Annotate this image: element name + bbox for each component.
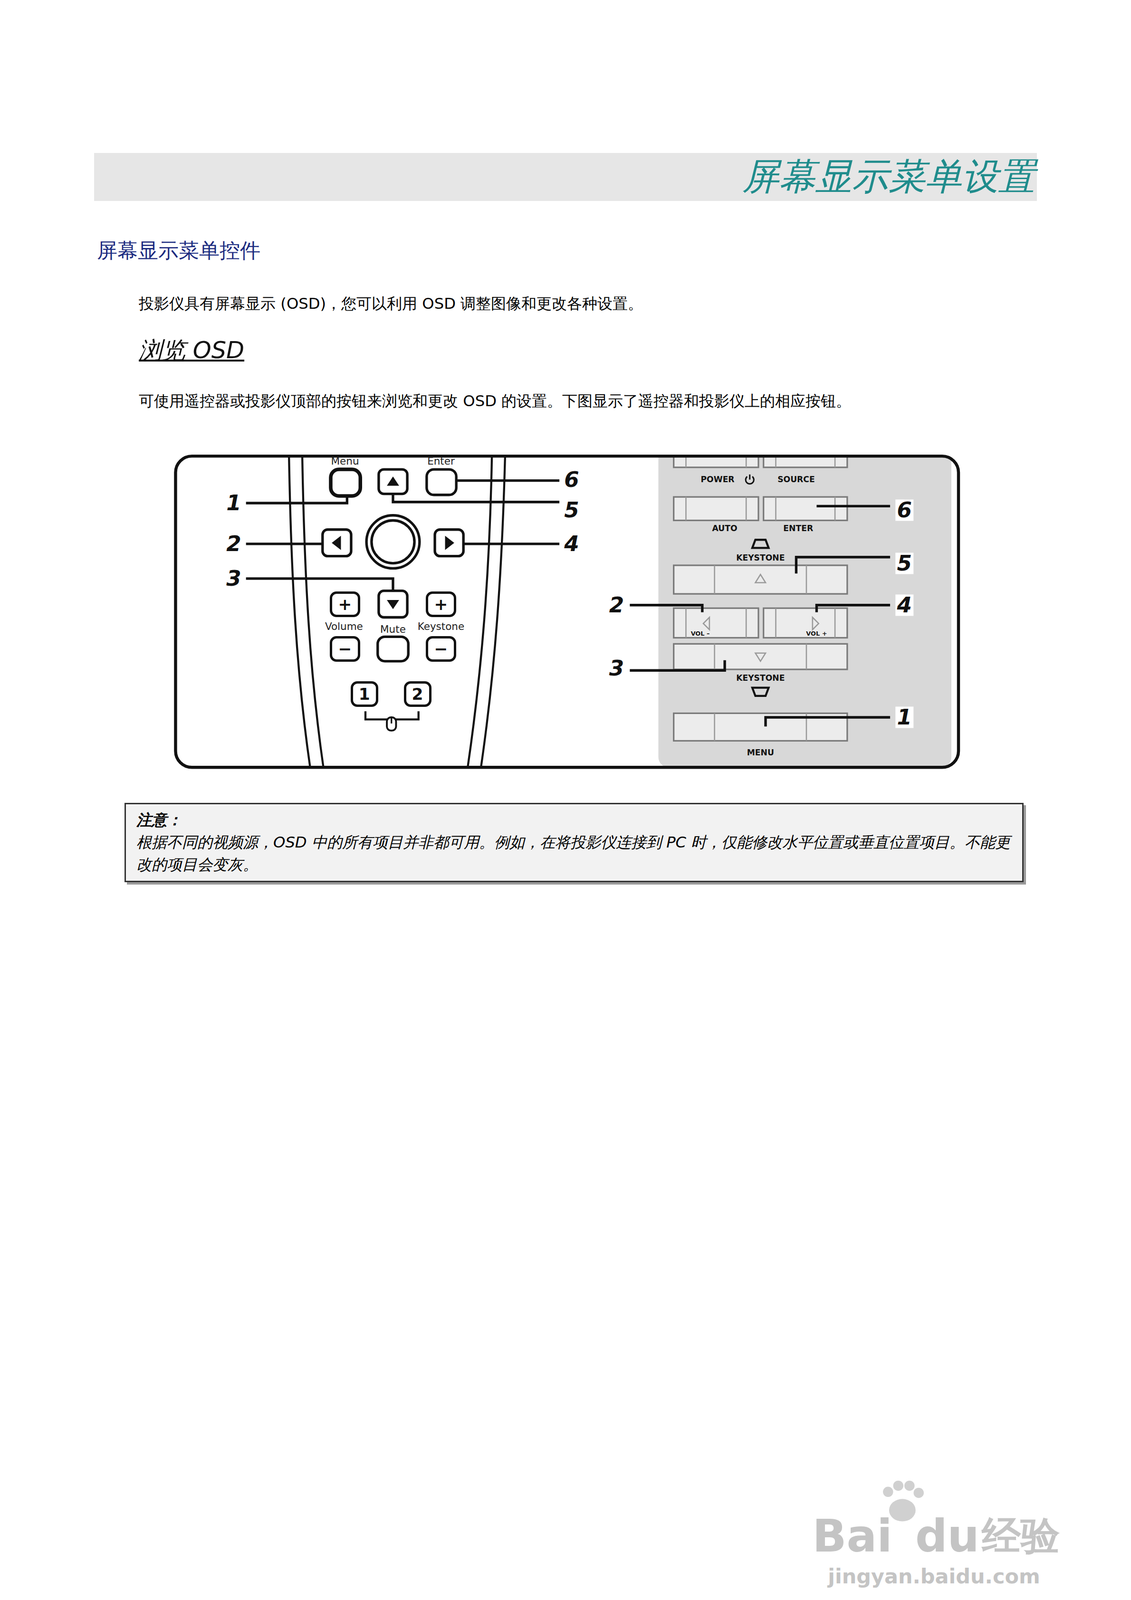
panel-label: VOL –: [690, 630, 710, 638]
panel-label: MENU: [747, 748, 775, 758]
remote-button: 2: [403, 681, 432, 708]
button-label: Keystone: [417, 621, 465, 633]
remote-button: +: [425, 591, 457, 618]
body-text: 投影仪具有屏幕显示 (OSD)，您可以利用 OSD 调整图像和更改各种设置。: [138, 292, 1058, 316]
callout-number: 3: [607, 657, 626, 680]
title-band: 屏幕显示菜单设置: [94, 153, 1037, 202]
section-heading: 屏幕显示菜单控件: [96, 239, 261, 263]
button-label: Menu: [331, 455, 360, 468]
note-heading: 注意：: [136, 809, 1012, 832]
button-label: Volume: [325, 621, 364, 633]
watermark: Bai: [812, 1510, 892, 1563]
panel-label: KEYSTONE: [736, 674, 785, 684]
button-symbol: +: [338, 594, 353, 614]
button-label: Mute: [380, 623, 406, 636]
panel-label: SOURCE: [777, 475, 815, 485]
callout-number: 4: [562, 533, 581, 555]
callout-number: 6: [562, 469, 581, 491]
panel-label: KEYSTONE: [736, 553, 785, 564]
callout-number: 5: [562, 499, 581, 521]
remote-button: 1: [350, 681, 379, 708]
callout-number: 5: [895, 552, 913, 575]
button-symbol: +: [434, 594, 449, 614]
button-symbol: 2: [412, 684, 424, 704]
button-symbol: −: [434, 639, 449, 659]
button-symbol: −: [338, 639, 353, 659]
remote-and-panel: [246, 456, 952, 768]
button-symbol: 1: [358, 684, 371, 704]
callout-number: 1: [895, 706, 913, 729]
subheading: 浏览 OSD: [138, 336, 245, 365]
page-title: 屏幕显示菜单设置: [742, 152, 1036, 202]
button-label: Enter: [427, 455, 455, 468]
panel-label: AUTO: [712, 524, 738, 534]
panel-label: POWER: [700, 475, 735, 485]
callout-number: 6: [895, 499, 913, 521]
watermark: 经验: [981, 1514, 1060, 1559]
note-box: 注意：根据不同的视频源，OSD 中的所有项目并非都可用。例如，在将投影仪连接到 …: [124, 803, 1024, 882]
panel-label: VOL +: [805, 630, 827, 638]
remote-button: −: [329, 636, 361, 662]
callout-number: 3: [224, 567, 243, 590]
note-text: 根据不同的视频源，OSD 中的所有项目并非都可用。例如，在将投影仪连接到 PC …: [136, 831, 1012, 876]
remote-button: +: [329, 591, 361, 618]
callout-number: 2: [224, 533, 243, 555]
callout-number: 4: [895, 594, 913, 616]
panel-label: ENTER: [783, 524, 814, 534]
leader-lines: [246, 480, 891, 728]
callout-number: 1: [224, 492, 243, 514]
watermark: jingyan.baidu.com: [827, 1565, 1040, 1589]
body-text: 可使用遥控器或投影仪顶部的按钮来浏览和更改 OSD 的设置。下图显示了遥控器和投…: [138, 390, 1037, 413]
watermark: du: [915, 1510, 980, 1563]
callout-number: 2: [607, 594, 626, 616]
remote-button: −: [425, 636, 457, 662]
